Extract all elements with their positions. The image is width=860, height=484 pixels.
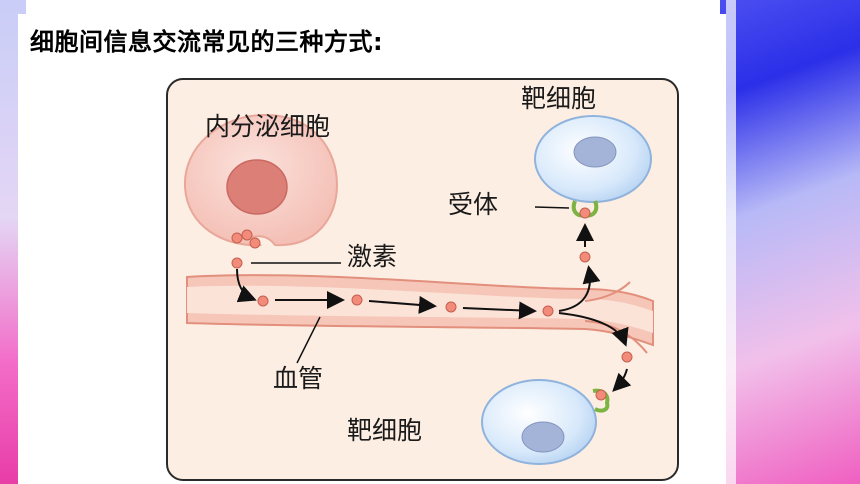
hormone-vesicle xyxy=(241,229,253,241)
hormone-molecule xyxy=(351,294,363,306)
flow-arrow xyxy=(558,265,601,312)
flow-arrow xyxy=(462,301,537,320)
hormone-vesicle xyxy=(249,237,261,249)
endocrine-cell-nucleus xyxy=(226,159,288,215)
vessel-branch-up xyxy=(584,281,631,302)
label-target-cell-top: 靶细胞 xyxy=(521,84,596,113)
target-cell-top-nucleus xyxy=(573,136,617,168)
label-receptor: 受体 xyxy=(448,190,498,219)
flow-arrow xyxy=(368,295,437,314)
hormone-molecule xyxy=(621,351,633,363)
label-endocrine-cell: 内分泌细胞 xyxy=(205,112,330,141)
slide-title: 细胞间信息交流常见的三种方式: xyxy=(30,28,384,56)
hormone-vesicle xyxy=(231,232,243,244)
bound-hormone xyxy=(579,207,591,219)
hormone-molecule xyxy=(231,257,243,269)
flow-arrow xyxy=(612,368,632,392)
hormone-molecule xyxy=(445,301,457,313)
panel-edge xyxy=(726,0,736,484)
hormone-molecule xyxy=(579,251,591,263)
background-right-gradient xyxy=(720,0,860,484)
label-blood-vessel: 血管 xyxy=(273,364,323,393)
bound-hormone xyxy=(595,389,607,401)
flow-arrow xyxy=(558,312,629,347)
flow-arrow xyxy=(236,268,257,303)
endocrine-signaling-diagram: 内分泌细胞 靶细胞 受体 激素 血管 靶细胞 xyxy=(165,77,680,482)
hormone-molecule xyxy=(257,295,269,307)
receptor-pointer-line xyxy=(534,206,570,209)
hormone-molecule xyxy=(542,305,554,317)
diagram-svg: 内分泌细胞 靶细胞 受体 激素 血管 靶细胞 xyxy=(166,78,679,481)
label-target-cell-bottom: 靶细胞 xyxy=(347,416,422,445)
label-hormone: 激素 xyxy=(347,242,397,271)
target-cell-bottom-nucleus xyxy=(521,421,565,453)
vessel-pointer-line xyxy=(296,316,321,364)
